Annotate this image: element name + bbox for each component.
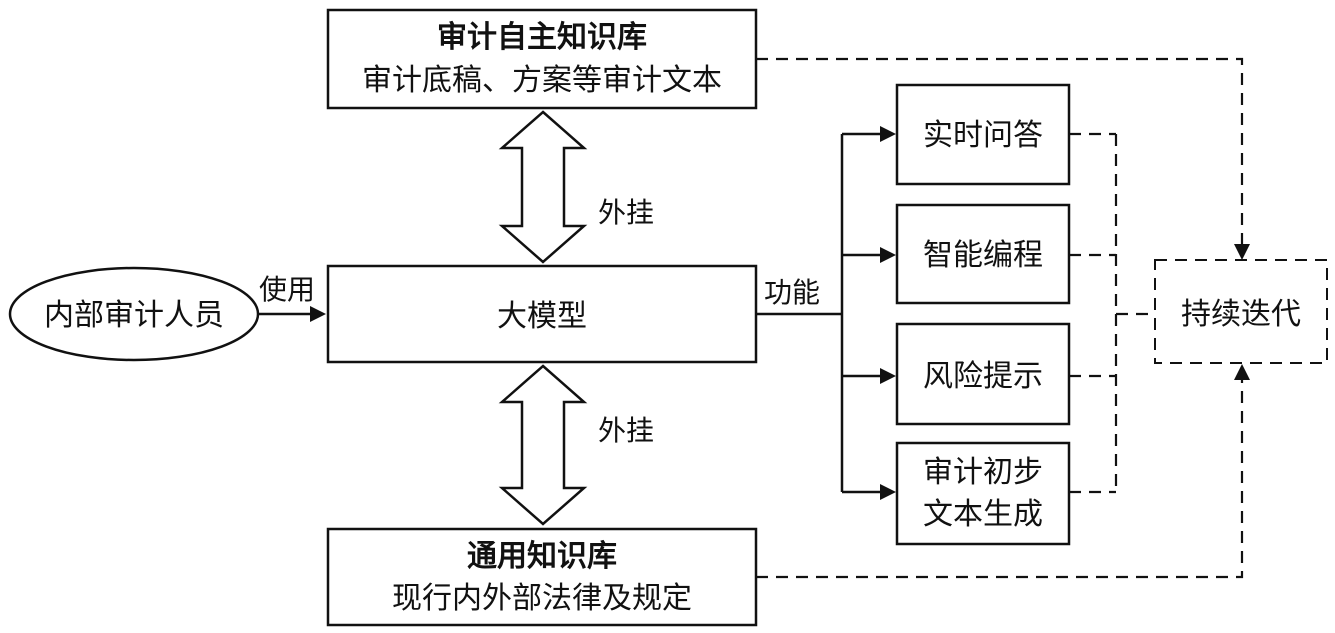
general-kb-title: 通用知识库 (467, 539, 617, 574)
use-edge-label: 使用 (259, 273, 315, 306)
audit-knowledge-base-node: 审计自主知识库 审计底稿、方案等审计文本 (326, 8, 758, 110)
function-realtime-qa-node: 实时问答 (895, 83, 1071, 186)
function-text-generation-label-line1: 审计初步 (923, 455, 1043, 490)
large-model-label: 大模型 (497, 299, 587, 334)
general-knowledge-base-node: 通用知识库 现行内外部法律及规定 (326, 527, 758, 627)
plugin-double-arrow-top (498, 110, 588, 264)
continuous-iteration-label: 持续迭代 (1181, 297, 1301, 332)
function-edge-label: 功能 (764, 276, 820, 309)
function-edges (756, 126, 896, 500)
function-realtime-qa-label: 实时问答 (923, 118, 1043, 153)
feedback-dashed-edges (756, 57, 1250, 579)
function-smart-programming-node: 智能编程 (895, 203, 1071, 305)
function-text-generation-node: 审计初步 文本生成 (895, 441, 1071, 546)
internal-auditor-node: 内部审计人员 (8, 266, 260, 362)
continuous-iteration-node: 持续迭代 (1154, 259, 1328, 364)
function-risk-alert-node: 风险提示 (895, 322, 1071, 426)
use-edge (258, 306, 326, 322)
plugin-label-bottom: 外挂 (598, 414, 654, 447)
function-text-generation-label-line2: 文本生成 (923, 497, 1043, 532)
function-risk-alert-label: 风险提示 (923, 359, 1043, 394)
audit-kb-title: 审计自主知识库 (437, 20, 647, 55)
general-kb-subtitle: 现行内外部法律及规定 (392, 581, 692, 616)
function-smart-programming-label: 智能编程 (923, 238, 1043, 273)
plugin-label-top: 外挂 (598, 196, 654, 229)
internal-auditor-label: 内部审计人员 (44, 298, 224, 333)
plugin-double-arrow-bottom (498, 364, 588, 526)
large-model-node: 大模型 (326, 264, 758, 364)
audit-kb-subtitle: 审计底稿、方案等审计文本 (362, 63, 722, 98)
